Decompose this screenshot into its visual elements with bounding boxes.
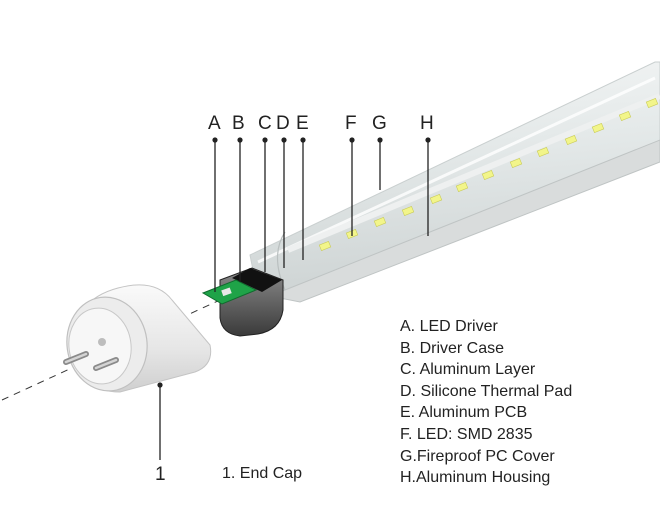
tube	[249, 61, 660, 303]
end-cap-pin-left	[63, 351, 89, 365]
driver-chip	[221, 287, 232, 297]
callout-letter-f: F	[345, 113, 357, 134]
legend-item-g: G.Fireproof PC Cover	[400, 447, 555, 465]
led-chip	[401, 205, 415, 217]
end-cap-number: 1	[155, 464, 166, 485]
end-cap-face	[68, 307, 132, 385]
legend-item-b: B. Driver Case	[400, 339, 505, 357]
driver-assembly	[201, 267, 284, 337]
callout-letter-a: A	[208, 113, 221, 134]
leader-line	[425, 137, 431, 236]
led-chip	[564, 134, 578, 146]
aluminum-housing	[268, 139, 660, 303]
leader-line	[377, 137, 383, 190]
pcb-strip	[286, 93, 660, 253]
end-cap-center-pin	[98, 338, 106, 346]
led-chip	[429, 193, 443, 205]
leader-line	[157, 382, 163, 460]
callout-letter-b: B	[232, 113, 245, 134]
leader-line	[349, 137, 355, 236]
led-chip	[318, 240, 332, 252]
tube-highlight	[257, 76, 656, 264]
legend-item-h: H.Aluminum Housing	[400, 469, 551, 487]
led-chip	[591, 122, 605, 134]
led-row	[318, 97, 659, 252]
callout-letter-c: C	[258, 113, 272, 134]
legend-item-f: F. LED: SMD 2835	[400, 425, 533, 443]
led-chip	[618, 110, 632, 122]
end-cap-caption: 1. End Cap	[222, 465, 303, 482]
callout-leaders	[157, 137, 431, 460]
leader-line	[237, 137, 243, 282]
legend-item-c: C. Aluminum Layer	[400, 361, 536, 379]
led-chip	[481, 169, 495, 181]
driver-case-top	[232, 268, 282, 292]
legend-item-d: D. Silicone Thermal Pad	[400, 382, 573, 400]
led-chip	[645, 97, 659, 109]
led-chip	[536, 146, 550, 158]
callout-letter-e: E	[296, 113, 309, 134]
led-chip	[455, 181, 469, 193]
callout-letter-h: H	[420, 113, 434, 134]
led-chip	[509, 157, 523, 169]
legend-item-e: E. Aluminum PCB	[400, 404, 528, 422]
leader-line	[212, 137, 218, 292]
leader-line	[262, 137, 268, 272]
end-cap	[63, 284, 212, 393]
parts-legend: A. LED Driver B. Driver Case C. Aluminum…	[400, 316, 572, 489]
callout-letter-d: D	[276, 113, 290, 134]
leader-line	[300, 137, 306, 260]
end-cap-pin-right	[93, 357, 119, 371]
leader-line	[281, 137, 287, 268]
legend-item-a: A. LED Driver	[400, 318, 498, 335]
led-chip	[373, 216, 387, 228]
callout-letter-g: G	[372, 113, 387, 134]
